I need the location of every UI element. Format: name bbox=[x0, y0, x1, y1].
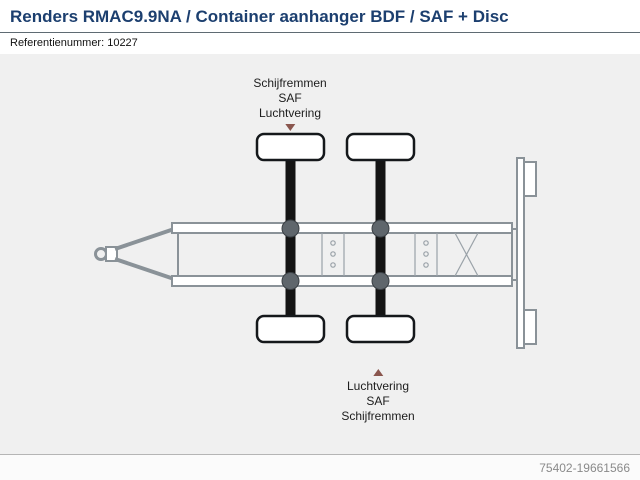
annotation-bottom-line-3: Schijfremmen bbox=[341, 409, 415, 423]
annotation-top-line-2: SAF bbox=[278, 91, 302, 105]
tow-eye bbox=[94, 246, 118, 262]
front-axle bbox=[281, 146, 300, 330]
tire-front-left bbox=[255, 132, 326, 162]
trailer-top-view-drawing bbox=[94, 132, 537, 349]
chassis-rails bbox=[171, 222, 513, 287]
annotation-top-line-1: Schijfremmen bbox=[253, 76, 327, 90]
tire-front-right bbox=[255, 314, 326, 344]
page-title: Renders RMAC9.9NA / Container aanhanger … bbox=[10, 7, 509, 26]
annotation-bottom-line-1: Luchtvering bbox=[346, 379, 410, 393]
drawbar bbox=[114, 225, 181, 283]
rear-bracket-bottom bbox=[523, 309, 537, 345]
tire-rear-right bbox=[345, 314, 416, 344]
tire-rear-left bbox=[345, 132, 416, 162]
footer: 75402-19661566 bbox=[0, 454, 640, 480]
watermark-id: 75402-19661566 bbox=[539, 460, 630, 475]
rear-axle bbox=[371, 146, 390, 330]
arrow-down-icon bbox=[284, 124, 295, 131]
crossmember-details bbox=[321, 232, 479, 277]
annotation-bottom-line-2: SAF bbox=[366, 394, 390, 408]
rear-bracket-top bbox=[523, 161, 537, 197]
annotation-top-line-3: Luchtvering bbox=[258, 106, 322, 120]
tires bbox=[255, 132, 416, 344]
rear-end-plate bbox=[512, 157, 537, 349]
header: Renders RMAC9.9NA / Container aanhanger … bbox=[0, 0, 640, 33]
reference-number: Referentienummer: 10227 bbox=[0, 33, 640, 54]
arrow-up-icon bbox=[372, 369, 383, 376]
annotation-bottom: Luchtvering SAF Schijfremmen bbox=[341, 366, 415, 424]
drawing-area: Schijfremmen SAF Luchtvering Luchtvering… bbox=[0, 54, 640, 454]
annotation-top: Schijfremmen SAF Luchtvering bbox=[253, 76, 327, 134]
